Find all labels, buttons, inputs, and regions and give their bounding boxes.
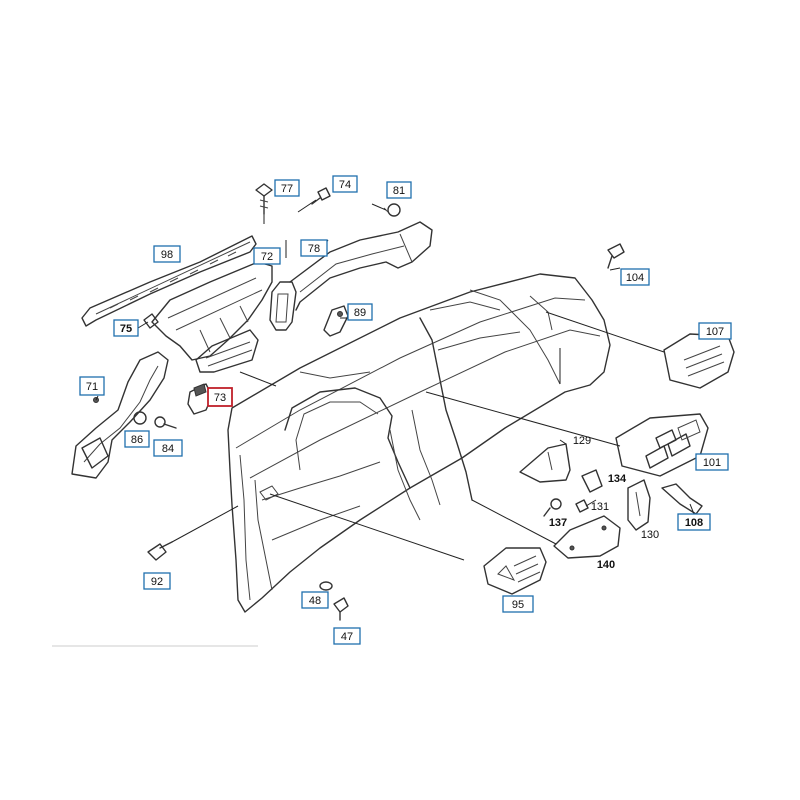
- svg-text:71: 71: [86, 381, 98, 393]
- svg-text:89: 89: [354, 307, 366, 319]
- svg-text:108: 108: [685, 517, 703, 529]
- svg-text:92: 92: [151, 576, 163, 588]
- svg-text:75: 75: [120, 323, 132, 335]
- svg-text:107: 107: [706, 326, 724, 338]
- right-vent: [663, 333, 735, 389]
- callout-label-129: 129: [573, 435, 591, 447]
- callout-label-95: 95: [502, 595, 534, 613]
- screw-47: [333, 597, 349, 621]
- callout-label-98: 98: [153, 245, 181, 263]
- defroster-nozzle: [81, 235, 257, 327]
- svg-text:137: 137: [549, 517, 567, 529]
- clip-131: [575, 499, 589, 513]
- clip-81: [383, 203, 401, 217]
- lower-vent: [483, 547, 547, 595]
- svg-text:73: 73: [214, 392, 226, 404]
- svg-text:98: 98: [161, 249, 173, 261]
- panel-129: [519, 443, 571, 483]
- callout-label-134: 134: [608, 473, 627, 485]
- callout-label-104: 104: [620, 268, 650, 286]
- bolt-84: [154, 416, 177, 429]
- callout-label-84: 84: [153, 439, 183, 457]
- center-vent: [615, 413, 709, 477]
- callout-label-74: 74: [332, 175, 358, 193]
- svg-text:72: 72: [261, 251, 273, 263]
- svg-text:131: 131: [591, 501, 609, 513]
- svg-text:81: 81: [393, 185, 405, 197]
- svg-text:77: 77: [281, 183, 293, 195]
- screw-74: [311, 187, 331, 205]
- callout-label-101: 101: [695, 453, 729, 471]
- callout-label-71: 71: [79, 376, 105, 396]
- callout-label-78: 78: [300, 239, 328, 257]
- callout-label-130: 130: [641, 529, 659, 541]
- callout-label-48: 48: [301, 591, 329, 609]
- svg-text:95: 95: [512, 599, 524, 611]
- callout-label-92: 92: [143, 572, 171, 590]
- callout-label-77: 77: [274, 179, 300, 197]
- bolt-92: [147, 541, 173, 561]
- screw-137: [543, 498, 562, 517]
- screw-77: [255, 183, 273, 215]
- panel-130: [627, 479, 651, 531]
- callout-label-75: 75: [113, 319, 139, 337]
- callout-label-81: 81: [386, 181, 412, 199]
- svg-text:130: 130: [641, 529, 659, 541]
- screw-75: [143, 313, 159, 329]
- svg-text:101: 101: [703, 457, 721, 469]
- svg-text:104: 104: [626, 272, 644, 284]
- callout-label-131: 131: [591, 501, 609, 513]
- left-duct: [71, 351, 169, 479]
- switch-134: [581, 469, 603, 493]
- svg-text:78: 78: [308, 243, 320, 255]
- bracket-89: [323, 305, 349, 337]
- svg-text:129: 129: [573, 435, 591, 447]
- svg-text:140: 140: [597, 559, 615, 571]
- callout-label-137: 137: [549, 517, 567, 529]
- dashboard-panel: [227, 273, 611, 613]
- center-duct: [151, 261, 273, 373]
- callout-label-47: 47: [333, 627, 361, 645]
- svg-text:86: 86: [131, 434, 143, 446]
- callout-label-89: 89: [347, 303, 373, 321]
- callout-label-140: 140: [597, 559, 615, 571]
- svg-text:48: 48: [309, 595, 321, 607]
- callout-label-107: 107: [698, 322, 732, 340]
- actuator-73: [187, 383, 213, 415]
- callout-label-86: 86: [124, 430, 150, 448]
- callout-label-73: 73: [207, 387, 233, 407]
- clip-104: [607, 243, 625, 269]
- washer-86: [133, 411, 147, 425]
- bracket-108: [661, 483, 703, 515]
- washer-48: [319, 581, 333, 591]
- svg-text:84: 84: [162, 443, 174, 455]
- side-vent-ring: [269, 281, 297, 331]
- plate-140: [553, 515, 621, 559]
- svg-text:134: 134: [608, 473, 627, 485]
- callout-label-108: 108: [677, 513, 711, 531]
- callout-label-72: 72: [253, 247, 281, 265]
- svg-text:47: 47: [341, 631, 353, 643]
- svg-text:74: 74: [339, 179, 351, 191]
- leader-lines: [95, 199, 695, 561]
- long-duct: [289, 221, 433, 311]
